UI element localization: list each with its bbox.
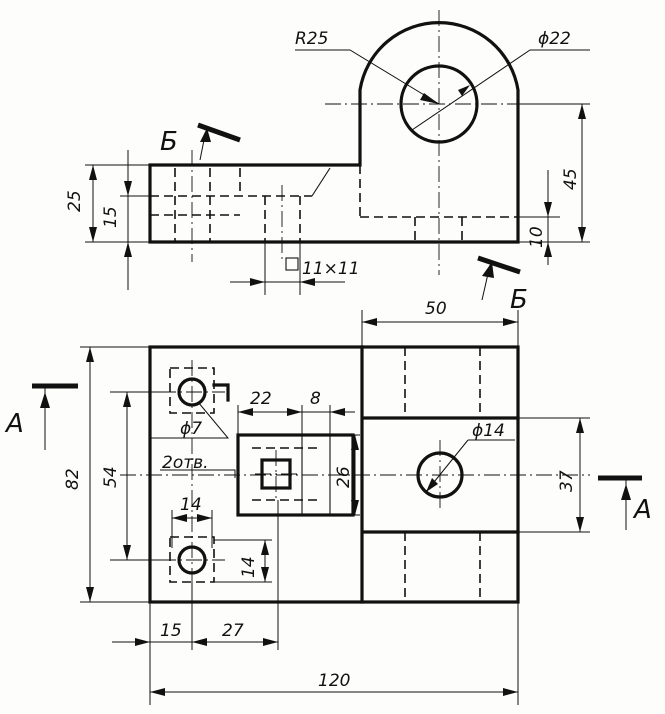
- front-view: R25 ϕ22 25 15 45 10 11×11 Б Б: [65, 10, 590, 315]
- front-hidden-lines: [150, 165, 518, 242]
- leader-d7: [150, 401, 230, 439]
- cut-plane-b-bottom: [477, 255, 521, 275]
- dim-120: 120: [318, 671, 350, 691]
- dim-25: 25: [65, 190, 85, 212]
- dim-line-11x11: [230, 242, 345, 295]
- dim-54: 54: [101, 466, 121, 488]
- dim-26: 26: [334, 466, 354, 488]
- dim-11x11: 11×11: [302, 259, 360, 279]
- dim-22: 22: [250, 389, 272, 409]
- dim-d14: ϕ14: [472, 421, 505, 441]
- dim-45: 45: [561, 168, 581, 190]
- dim-8: 8: [310, 389, 321, 409]
- dim-15: 15: [101, 206, 121, 228]
- dim-15: 15: [160, 621, 182, 641]
- dim-d22: ϕ22: [538, 29, 571, 49]
- dim-37: 37: [557, 470, 577, 492]
- front-chamfer: [311, 167, 331, 197]
- top-outline: [148, 345, 520, 604]
- top-hidden-lines: [252, 347, 481, 602]
- leader-r25: [295, 49, 440, 105]
- leader-holes: [160, 469, 236, 478]
- cut-plane-b-top: [197, 122, 241, 143]
- dim-27: 27: [222, 621, 244, 641]
- leader-d22: [411, 49, 590, 131]
- dim-holes: 2отв.: [162, 453, 209, 473]
- hole-top-circle: [177, 377, 207, 407]
- section-label-a-right: А: [632, 495, 652, 525]
- dim-82: 82: [63, 468, 83, 490]
- dim-50: 50: [425, 299, 447, 319]
- dim-10: 10: [527, 226, 547, 248]
- dim-14b: 14: [239, 556, 259, 578]
- section-label-b-top: Б: [160, 127, 178, 157]
- section-label-a-left: А: [4, 409, 24, 439]
- square-symbol-icon: [285, 257, 299, 271]
- leader-d14: [425, 439, 515, 493]
- front-center-lines: [191, 10, 560, 275]
- dim-14: 14: [180, 495, 202, 515]
- front-outline: [148, 21, 520, 244]
- section-label-b-bottom: Б: [510, 285, 528, 315]
- dim-d7: ϕ7: [180, 419, 202, 439]
- dim-r25: R25: [295, 29, 328, 49]
- top-view: 50 22 8 ϕ7 2отв. ϕ14 82 54 26 37 14 14 1…: [4, 299, 652, 705]
